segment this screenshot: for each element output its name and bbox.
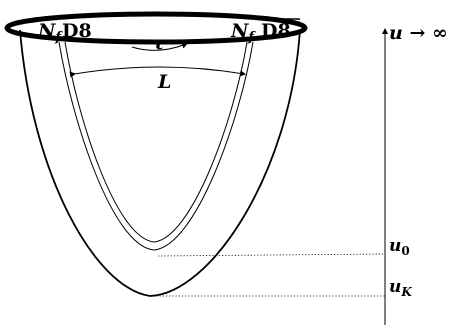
- cigar-left-side: [19, 29, 151, 297]
- tau-label: τ: [152, 32, 165, 54]
- length-arrow: [69, 66, 246, 78]
- length-label: L: [157, 71, 171, 93]
- axis-u0-label: u0: [389, 236, 410, 258]
- brane-embedding-inner: [64, 41, 248, 243]
- tau-arrow: [131, 42, 188, 51]
- u0-dotted-line: [157, 253, 386, 257]
- cigar-right-side: [149, 29, 301, 297]
- axis-uk-label: uK: [389, 277, 412, 299]
- brane-embedding-outer: [58, 41, 254, 251]
- left-brane-label: NfD8: [37, 20, 92, 45]
- axis-infinity-label: u → ∞: [389, 22, 448, 44]
- cigar-top-rim: [4, 11, 308, 45]
